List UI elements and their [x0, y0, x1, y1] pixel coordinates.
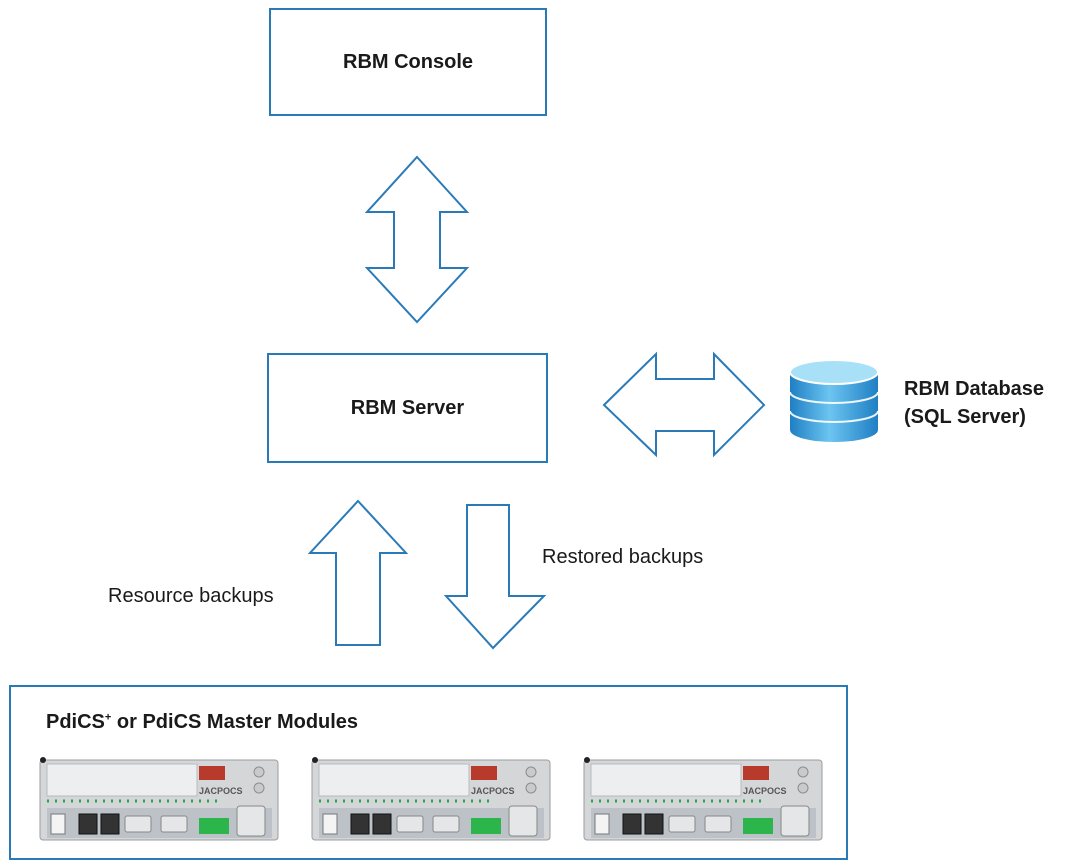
pdics-module-1: JACPOCS: [39, 756, 279, 847]
modules-title-sup: +: [104, 711, 112, 724]
rbm-console-label: RBM Console: [343, 50, 473, 73]
module-brand: JACPOCS: [471, 786, 515, 796]
rbm-database-line1: RBM Database: [904, 378, 1045, 400]
rbm-server-node: RBM Server: [267, 353, 548, 463]
restored-backups-arrow: [443, 504, 547, 650]
rbm-console-node: RBM Console: [269, 8, 547, 116]
rbm-server-label: RBM Server: [350, 396, 465, 419]
pdics-module-icon: JACPOCS: [583, 757, 823, 841]
rbm-database-line2: (SQL Server): [904, 406, 1026, 428]
restored-backups-label: Restored backups: [542, 546, 704, 568]
resource-backups-arrow: [307, 499, 409, 646]
pdics-module-icon: JACPOCS: [311, 757, 551, 841]
master-modules-title: PdiCS+ or PdiCS Master Modules: [46, 711, 358, 734]
database-icon: [789, 359, 879, 442]
rbm-database-label: RBM Database (SQL Server): [904, 375, 1044, 431]
module-brand: JACPOCS: [199, 786, 243, 796]
master-modules-group: PdiCS+ or PdiCS Master Modules JACPOCS: [9, 685, 848, 860]
pdics-module-icon: JACPOCS: [39, 757, 279, 841]
pdics-module-3: JACPOCS: [583, 756, 823, 847]
module-brand: JACPOCS: [743, 786, 787, 796]
modules-title-part2: or PdiCS Master Modules: [111, 711, 359, 733]
modules-title-part1: PdiCS: [46, 711, 105, 733]
console-server-double-arrow: [364, 155, 470, 324]
pdics-module-2: JACPOCS: [311, 756, 551, 847]
server-database-double-arrow: [602, 351, 766, 458]
resource-backups-label: Resource backups: [108, 585, 274, 607]
